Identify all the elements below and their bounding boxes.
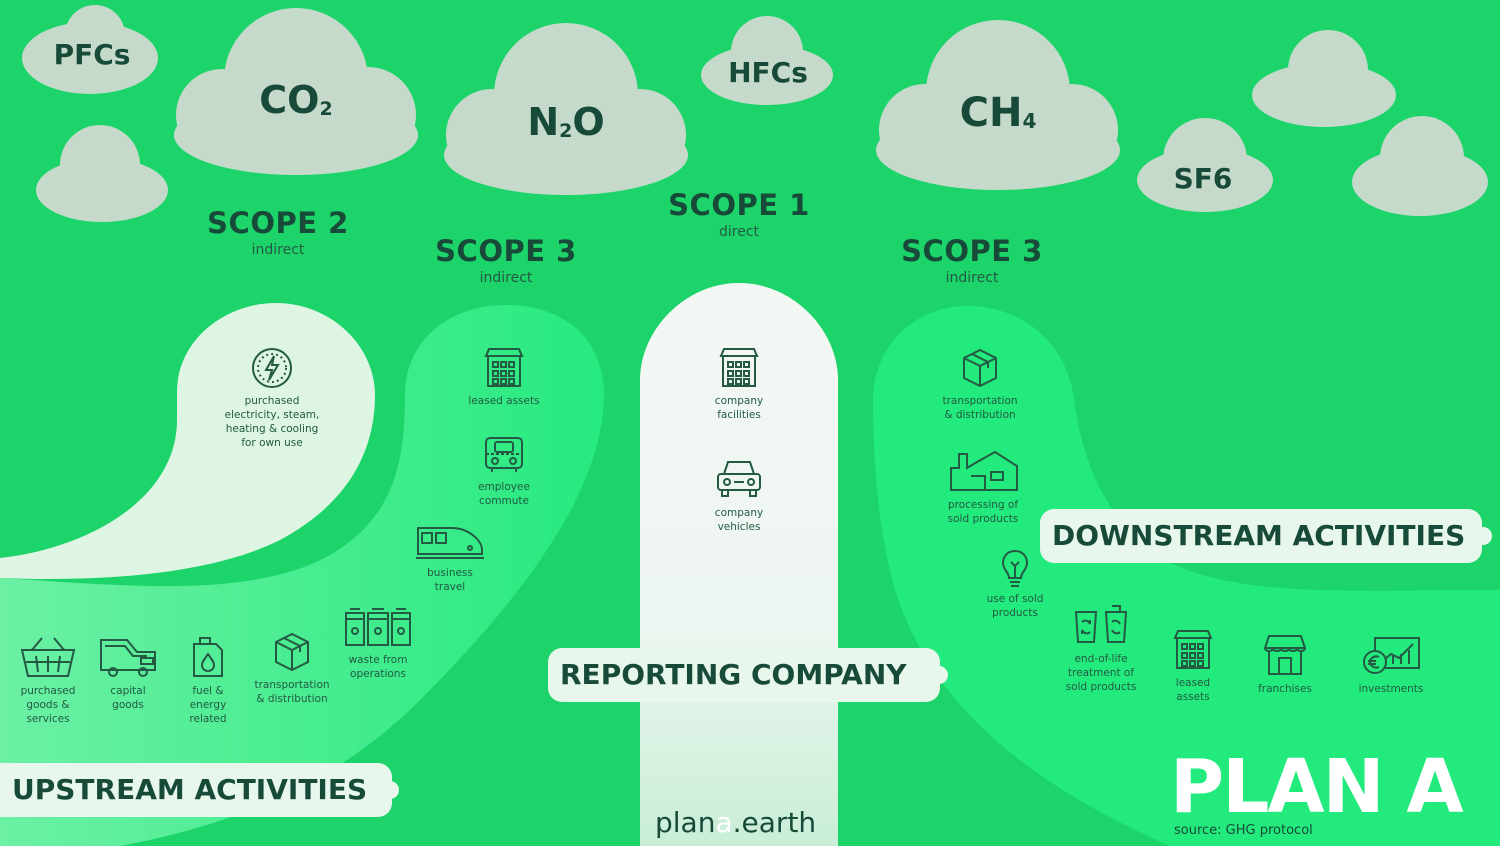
cloud-co2 <box>174 8 418 175</box>
gas-label-pfcs: PFCs <box>53 38 131 71</box>
scope3-downstream-heading: SCOPE 3 indirect <box>884 234 1060 286</box>
scope1-pillar <box>640 283 838 846</box>
train-icon <box>416 527 484 559</box>
activity-investments: investments <box>1346 634 1436 696</box>
bins-icon <box>345 608 411 646</box>
activity-employee-commute: employee commute <box>458 434 550 508</box>
activity-company-vehicles: company vehicles <box>694 456 784 534</box>
factory-icon <box>950 450 1018 491</box>
scope1-subtitle: direct <box>718 224 760 240</box>
activity-waste-from-operations: waste from operations <box>332 605 424 681</box>
storefront-icon <box>1263 635 1307 675</box>
scope3-downstream-band <box>873 306 1500 846</box>
downstream-activities-banner: DOWNSTREAM ACTIVITIES <box>1040 509 1482 563</box>
plana-earth-wordmark: plana.earth <box>655 806 817 839</box>
upstream-activities-banner: UPSTREAM ACTIVITIES <box>0 763 392 817</box>
activity-transportation-distribution-downstream: transportation & distribution <box>928 346 1032 422</box>
scope3-downstream-title: SCOPE 3 <box>901 234 1043 268</box>
car-icon <box>717 461 761 497</box>
cloud-pfcs <box>22 5 158 94</box>
gas-label-hfcs: HFCs <box>728 56 808 89</box>
scope3-upstream-title: SCOPE 3 <box>435 234 577 268</box>
fuel-can-icon <box>193 637 223 677</box>
scope1-heading: SCOPE 1 direct <box>651 188 827 240</box>
upstream-banner-tip <box>381 781 399 799</box>
scope2-subtitle: indirect <box>251 242 305 258</box>
reporting-banner-tip <box>930 666 948 684</box>
activity-purchased-electricity: purchased electricity, steam, heating & … <box>206 346 338 450</box>
euro-chart-icon <box>1363 637 1420 674</box>
recycle-bins-icon <box>1074 605 1128 643</box>
scope2-title: SCOPE 2 <box>207 206 349 240</box>
plan-a-logo: PLAN A <box>1170 744 1464 830</box>
box-icon <box>963 348 997 388</box>
cloud-small-left <box>36 125 168 222</box>
downstream-banner-tip <box>1474 527 1492 545</box>
activity-leased-assets-downstream: leased assets <box>1158 628 1228 704</box>
activity-leased-assets-upstream: leased assets <box>452 346 556 408</box>
scope2-area <box>0 303 375 580</box>
gas-label-sf6: SF6 <box>1173 162 1233 195</box>
activity-fuel-energy: fuel & energy related <box>172 634 244 726</box>
bus-icon <box>485 437 523 472</box>
scope3-upstream-band <box>0 305 605 846</box>
activity-use-of-sold-products: use of sold products <box>970 548 1060 620</box>
cloud-sf6 <box>1137 118 1273 212</box>
basket-icon <box>20 637 76 677</box>
scope1-title: SCOPE 1 <box>668 188 810 222</box>
upstream-activities-label: UPSTREAM ACTIVITIES <box>12 773 368 806</box>
activity-purchased-goods: purchased goods & services <box>8 634 88 726</box>
activity-end-of-life-treatment: end-of-life treatment of sold products <box>1050 602 1152 694</box>
activity-processing-sold-products: processing of sold products <box>930 448 1036 526</box>
clouds <box>22 5 1488 222</box>
building-icon <box>484 348 524 387</box>
scope3-upstream-heading: SCOPE 3 indirect <box>418 234 594 286</box>
cloud-small-right-top <box>1252 30 1396 127</box>
scope3-upstream-subtitle: indirect <box>479 270 533 286</box>
activity-franchises: franchises <box>1244 632 1326 696</box>
activity-capital-goods: capital goods <box>88 634 168 712</box>
reporting-company-banner: REPORTING COMPANY <box>548 648 940 702</box>
source-note: source: GHG protocol <box>1174 823 1313 838</box>
activity-company-facilities: company facilities <box>694 346 784 422</box>
downstream-activities-label: DOWNSTREAM ACTIVITIES <box>1052 519 1466 552</box>
gas-label-ch4: CH4 <box>959 90 1037 136</box>
building-icon <box>1173 630 1213 669</box>
lightning-icon <box>252 348 292 388</box>
lightbulb-icon <box>1001 549 1029 587</box>
scope3-downstream-subtitle: indirect <box>945 270 999 286</box>
scope2-heading: SCOPE 2 indirect <box>190 206 366 258</box>
activity-transportation-distribution-upstream: transportation & distribution <box>244 630 340 706</box>
cloud-ch4 <box>876 20 1120 190</box>
truck-icon <box>100 639 156 677</box>
cloud-n2o <box>444 23 688 195</box>
activity-business-travel: business travel <box>404 522 496 594</box>
cloud-hfcs <box>701 16 833 105</box>
building-icon <box>719 348 759 387</box>
gas-label-n2o: N2O <box>527 100 605 144</box>
reporting-company-label: REPORTING COMPANY <box>560 658 907 691</box>
box-icon <box>275 632 309 672</box>
cloud-small-right-bottom <box>1352 116 1488 216</box>
gas-label-co2: CO2 <box>259 78 333 122</box>
